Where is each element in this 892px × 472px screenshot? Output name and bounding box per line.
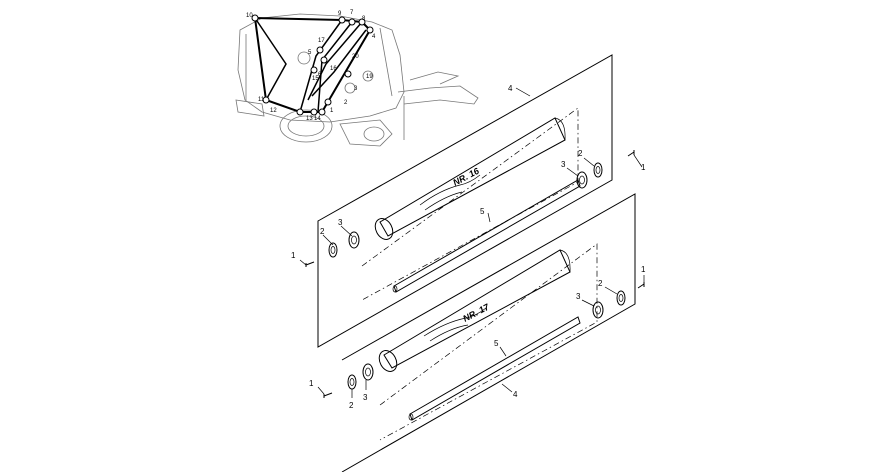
machine-label: 10 xyxy=(246,13,253,19)
lower-tube-marking: NR. 17 xyxy=(461,301,491,323)
upper-right-seal xyxy=(593,162,603,178)
machine-label: 2 xyxy=(344,100,348,106)
machine-label: 14 xyxy=(314,116,321,122)
label-seal: 2 xyxy=(578,149,583,158)
machine-label: 5 xyxy=(308,50,312,56)
label-shaft: 5 xyxy=(480,207,485,216)
machine-label: 9 xyxy=(338,11,342,17)
label-shaft: 5 xyxy=(494,339,499,348)
machine-label: 1 xyxy=(330,108,334,114)
upper-left-bearing xyxy=(348,231,360,249)
upper-tube-marking: NR. 16 xyxy=(451,165,481,187)
lower-right-bearing xyxy=(592,301,604,319)
lower-shaft xyxy=(409,316,581,421)
machine-label: 20 xyxy=(352,54,359,60)
label-screw: 1 xyxy=(641,163,646,172)
lower-right-screw xyxy=(637,282,645,289)
machine-label: 13 xyxy=(306,116,313,122)
machine-label: 4 xyxy=(372,34,376,40)
machine-label: 15 xyxy=(312,76,319,82)
upper-left-screw xyxy=(305,261,315,267)
machine-label: 6 xyxy=(318,72,322,78)
label-bearing: 3 xyxy=(561,160,566,169)
machine-label: 11 xyxy=(258,97,265,103)
machine-label: 19 xyxy=(366,74,373,80)
label-seal: 2 xyxy=(598,279,603,288)
lower-assembly-frame xyxy=(341,193,636,472)
machine-label: 16 xyxy=(330,66,337,72)
machine-label: 17 xyxy=(318,38,325,44)
label-bearing: 3 xyxy=(363,393,368,402)
label-bearing: 3 xyxy=(576,292,581,301)
upper-left-seal xyxy=(328,242,338,258)
lower-right-seal xyxy=(616,290,626,306)
machine-label: 7 xyxy=(350,10,354,16)
lower-roller-assembly: NR. 17 1 2 3 5 4 3 2 1 xyxy=(309,193,646,472)
machine-label: 8 xyxy=(362,16,366,22)
machine-label: 12 xyxy=(270,108,277,114)
label-screw: 1 xyxy=(641,265,646,274)
lower-left-seal xyxy=(347,374,357,390)
label-frame: 4 xyxy=(508,84,513,93)
upper-right-bearing xyxy=(576,171,588,189)
machine-label: 3 xyxy=(354,86,358,92)
upper-assembly-frame xyxy=(317,54,613,348)
label-screw: 1 xyxy=(291,251,296,260)
upper-roller-assembly: NR. 16 1 2 3 5 4 3 2 1 xyxy=(291,54,646,348)
label-bearing: 3 xyxy=(338,218,343,227)
label-seal: 2 xyxy=(349,401,354,410)
label-seal: 2 xyxy=(320,227,325,236)
label-frame: 4 xyxy=(513,390,518,399)
baler-overview: 10 9 7 8 17 5 4 6 16 20 15 3 19 11 12 2 … xyxy=(235,10,479,147)
lower-left-screw xyxy=(323,392,333,398)
lower-left-bearing xyxy=(362,363,374,381)
upper-shaft xyxy=(393,179,581,293)
upper-right-screw xyxy=(627,150,635,157)
label-screw: 1 xyxy=(309,379,314,388)
